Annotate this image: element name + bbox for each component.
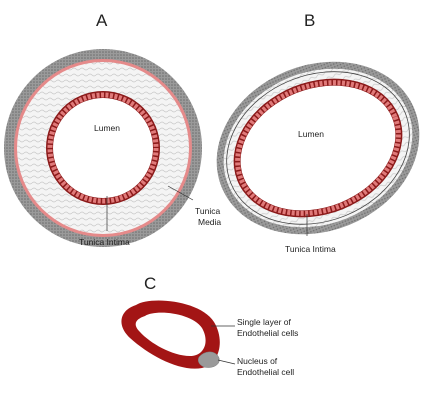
panel-a: A Lumen Tunica Intima Tunica Media <box>4 11 221 247</box>
panel-c-nucleus-label-line1: Nucleus of <box>237 356 278 366</box>
panel-b-letter: B <box>304 11 315 30</box>
panel-c: C Single layer of Endothelial cells Nucl… <box>121 274 298 377</box>
panel-c-nucleus-label-line2: Endothelial cell <box>237 367 294 377</box>
panel-c-single-layer-label-line2: Endothelial cells <box>237 328 298 338</box>
panel-b: B Lumen Tunica Intima <box>190 11 429 264</box>
panel-a-lumen-label: Lumen <box>94 123 120 133</box>
panel-b-lumen-label: Lumen <box>298 129 324 139</box>
panel-c-nucleus-leader <box>218 360 235 364</box>
panel-c-single-layer-label-line1: Single layer of <box>237 317 292 327</box>
panel-a-tunica-media-label-line2: Media <box>198 217 221 227</box>
panel-a-lumen <box>53 98 153 198</box>
panel-a-tunica-intima-label: Tunica Intima <box>79 237 130 247</box>
panel-a-letter: A <box>96 11 108 30</box>
panel-b-tunica-intima-label: Tunica Intima <box>285 244 336 254</box>
panel-c-letter: C <box>144 274 156 293</box>
panel-a-tunica-media-label-line1: Tunica <box>195 206 220 216</box>
